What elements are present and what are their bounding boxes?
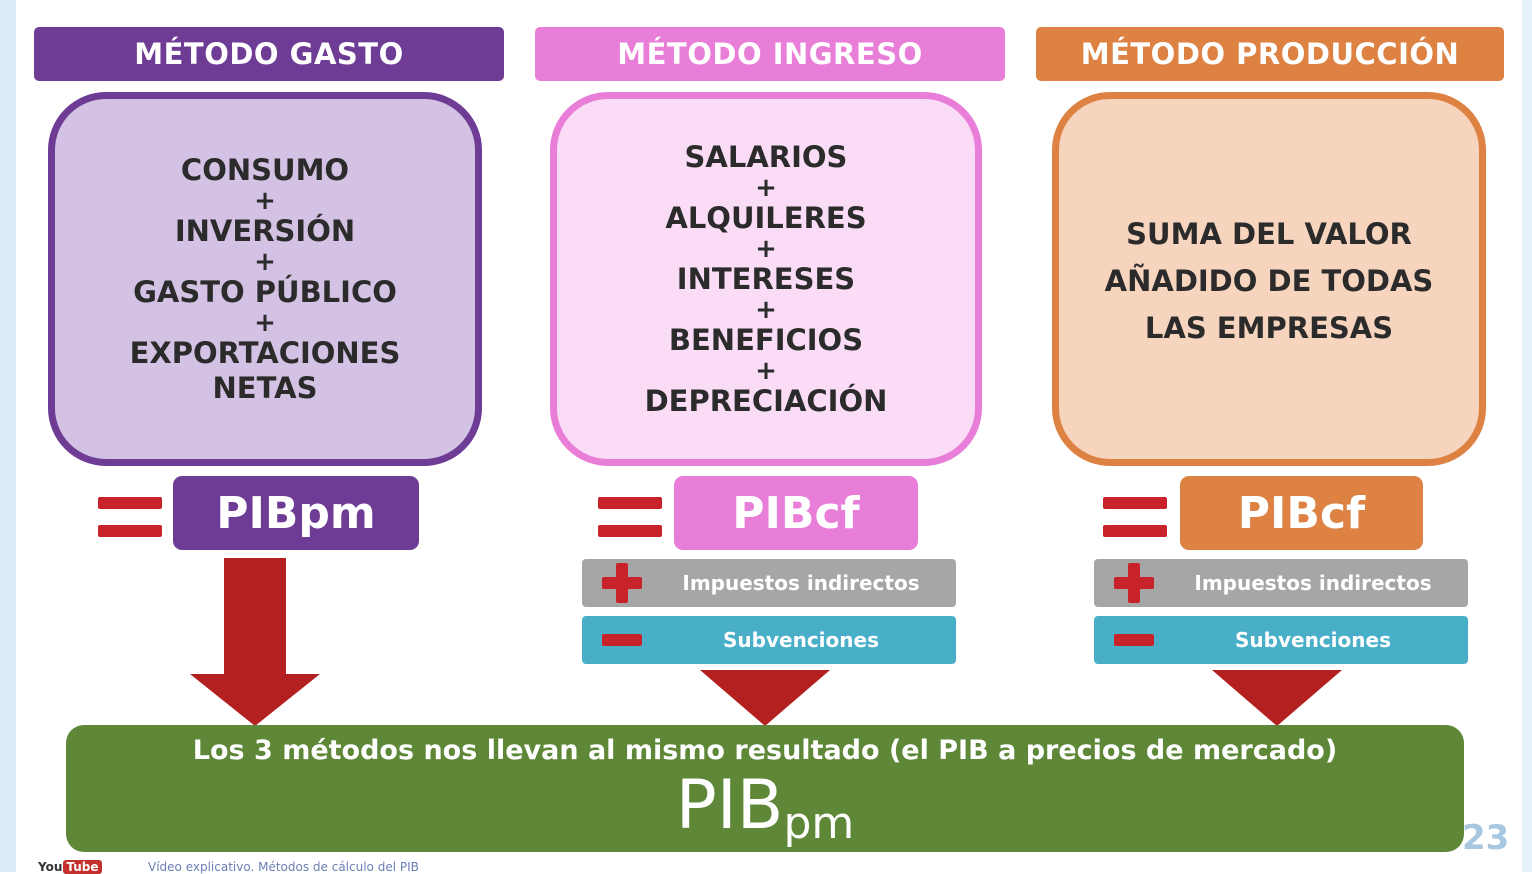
right-edge-strip [1522,0,1532,872]
banner-pibpm: PIBpm [66,761,1464,869]
arrow-down-gasto [190,558,320,726]
ingreso-plus-1: + [755,172,777,203]
gasto-plus-1: + [254,185,276,216]
ingreso-line-beneficios: BENEFICIOS [668,322,864,357]
arrow-down-ingreso [700,670,830,726]
produccion-line-2: AÑADIDO DE TODAS [1104,264,1434,298]
video-link[interactable]: Vídeo explicativo. Métodos de cálculo de… [148,860,419,874]
strip-subvenciones-ingreso: Subvenciones [582,616,956,664]
ingreso-plus-3: + [755,294,777,325]
minus-icon [596,616,646,664]
header-metodo-ingreso: MÉTODO INGRESO [535,27,1005,81]
box-metodo-ingreso: SALARIOS + ALQUILERES + INTERESES + BENE… [550,92,982,466]
banner-text: Los 3 métodos nos llevan al mismo result… [192,735,1338,766]
ingreso-line-salarios: SALARIOS [684,139,848,174]
result-pibcf-produccion: PIBcf [1180,476,1423,550]
header-metodo-gasto: MÉTODO GASTO [34,27,504,81]
strip-impuestos-indirectos-ingreso: Impuestos indirectos [582,559,956,607]
ingreso-plus-2: + [755,233,777,264]
strip-label: Impuestos indirectos [1194,571,1432,595]
equals-sign-ingreso [598,497,662,537]
box-metodo-gasto: CONSUMO + INVERSIÓN + GASTO PÚBLICO + EX… [48,92,482,466]
ingreso-line-intereses: INTERESES [676,261,856,296]
strip-label: Impuestos indirectos [682,571,920,595]
arrow-down-produccion [1212,670,1342,726]
youtube-logo-tube: Tube [63,860,102,874]
plus-icon [1108,559,1158,607]
ingreso-plus-4: + [755,355,777,386]
result-banner: Los 3 métodos nos llevan al mismo result… [66,725,1464,852]
strip-label: Subvenciones [723,628,879,652]
gasto-line-gasto-publico: GASTO PÚBLICO [133,274,397,309]
box-metodo-produccion: SUMA DEL VALOR AÑADIDO DE TODAS LAS EMPR… [1052,92,1486,466]
produccion-line-1: SUMA DEL VALOR [1126,217,1412,251]
strip-impuestos-indirectos-produccion: Impuestos indirectos [1094,559,1468,607]
gasto-line-exportaciones: EXPORTACIONES [129,335,401,370]
result-pibcf-ingreso: PIBcf [674,476,918,550]
strip-subvenciones-produccion: Subvenciones [1094,616,1468,664]
banner-pib: PIB [675,766,784,845]
strip-label: Subvenciones [1235,628,1391,652]
equals-sign-gasto [98,497,162,537]
gasto-line-inversion: INVERSIÓN [174,213,356,248]
header-metodo-produccion: MÉTODO PRODUCCIÓN [1036,27,1504,81]
left-edge-strip [0,0,16,872]
banner-pm: pm [783,798,855,849]
gasto-line-netas: NETAS [212,370,318,405]
result-pibpm-gasto: PIBpm [173,476,419,550]
ingreso-line-depreciacion: DEPRECIACIÓN [644,383,888,418]
ingreso-line-alquileres: ALQUILERES [665,200,867,235]
produccion-line-3: LAS EMPRESAS [1144,311,1394,345]
gasto-line-consumo: CONSUMO [180,152,350,187]
page-number: 23 [1462,818,1510,858]
minus-icon [1108,616,1158,664]
gasto-plus-3: + [254,307,276,338]
equals-sign-produccion [1103,497,1167,537]
gasto-plus-2: + [254,246,276,277]
youtube-logo-you: You [38,860,63,874]
plus-icon [596,559,646,607]
